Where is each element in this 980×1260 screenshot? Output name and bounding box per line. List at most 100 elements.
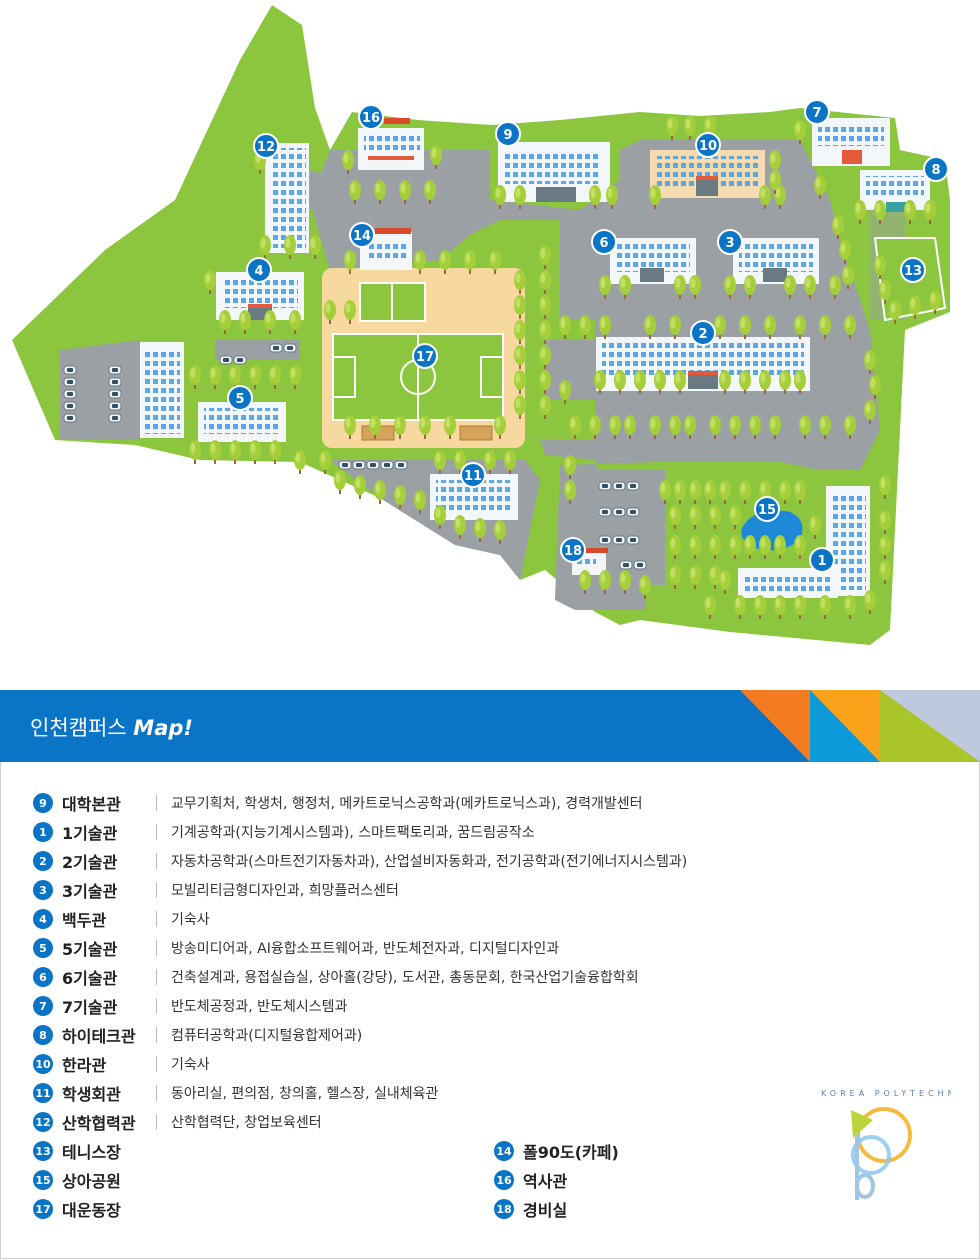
marker-circle [690, 320, 716, 346]
legend-separator [156, 969, 157, 985]
marker-number: 11 [464, 469, 482, 484]
marker-number: 12 [257, 140, 275, 155]
map-title-bar: 인천캠퍼스 Map! [0, 690, 980, 762]
map-marker-5[interactable]: 5 [227, 385, 253, 411]
logo-text: KOREA POLYTECHNICS [821, 1089, 951, 1098]
map-marker-18[interactable]: 18 [560, 537, 586, 563]
map-marker-13[interactable]: 13 [900, 257, 926, 283]
legend-departments: 모빌리티금형디자인과, 희망플러스센터 [171, 883, 399, 899]
map-marker-8[interactable]: 8 [923, 156, 949, 182]
marker-number: 15 [758, 503, 776, 518]
legend-number-badge: 3 [33, 880, 53, 900]
header-decoration [740, 690, 980, 762]
legend-separator [156, 853, 157, 869]
marker-circle [460, 462, 486, 488]
legend-departments: 방송미디어과, AI융합소프트웨어과, 반도체전자과, 디지털디자인과 [171, 941, 560, 957]
legend-building-name: 테니스장 [62, 1143, 121, 1162]
legend-separator [156, 795, 157, 811]
legend-separator [156, 911, 157, 927]
legend-building-name: 상아공원 [62, 1172, 121, 1191]
legend-row[interactable]: 17 대운동장 [33, 1196, 154, 1222]
legend-separator [156, 1027, 157, 1043]
marker-circle [900, 257, 926, 283]
legend-number-badge: 6 [33, 967, 53, 987]
legend-building-name: 3기술관 [62, 882, 118, 901]
map-marker-14[interactable]: 14 [349, 222, 375, 248]
legend-number-badge: 13 [33, 1141, 53, 1161]
legend-building-name: 2기술관 [62, 853, 118, 872]
map-marker-11[interactable]: 11 [460, 462, 486, 488]
pond [741, 510, 803, 551]
legend-building-name: 백두관 [62, 911, 107, 930]
legend-number-badge: 5 [33, 938, 53, 958]
map-marker-7[interactable]: 7 [804, 99, 830, 125]
map-marker-17[interactable]: 17 [412, 343, 438, 369]
marker-number: 8 [931, 163, 940, 178]
marker-circle [809, 547, 835, 573]
legend-departments: 기계공학과(지능기계시스템과), 스마트팩토리과, 꿈드림공작소 [171, 825, 535, 841]
map-title: 인천캠퍼스 Map! [30, 716, 193, 740]
map-marker-9[interactable]: 9 [495, 121, 521, 147]
legend-separator [156, 1085, 157, 1101]
map-marker-10[interactable]: 10 [695, 132, 721, 158]
map-marker-15[interactable]: 15 [754, 496, 780, 522]
legend-building-name: 하이테크관 [62, 1027, 136, 1046]
legend-departments: 산학협력단, 창업보육센터 [171, 1115, 322, 1131]
legend-row[interactable]: 11 학생회관 동아리실, 편의점, 창의홀, 헬스장, 실내체육관 [33, 1080, 438, 1106]
legend-building-name: 경비실 [523, 1201, 568, 1220]
marker-circle [695, 132, 721, 158]
legend-departments: 동아리실, 편의점, 창의홀, 헬스장, 실내체육관 [171, 1086, 439, 1102]
legend-separator [156, 824, 157, 840]
legend-building-name: 1기술관 [62, 824, 118, 843]
legend-number-badge: 17 [33, 1199, 53, 1219]
legend-building-name: 학생회관 [62, 1085, 121, 1104]
marker-number: 5 [235, 392, 244, 407]
map-marker-16[interactable]: 16 [358, 104, 384, 130]
marker-number: 4 [254, 264, 263, 279]
legend-building-name: 6기술관 [62, 969, 118, 988]
marker-circle [349, 222, 375, 248]
legend-separator [156, 1114, 157, 1130]
legend-building-name: 대운동장 [62, 1201, 121, 1220]
legend-row[interactable]: 18 경비실 [494, 1196, 615, 1222]
map-marker-12[interactable]: 12 [253, 133, 279, 159]
map-marker-1[interactable]: 1 [809, 547, 835, 573]
marker-number: 14 [353, 229, 371, 244]
legend-number-badge: 14 [494, 1141, 514, 1161]
legend-row[interactable]: 13 테니스장 [33, 1138, 154, 1164]
legend-number-badge: 18 [494, 1199, 514, 1219]
marker-circle [923, 156, 949, 182]
legend-departments: 기숙사 [171, 1057, 210, 1073]
legend-number-badge: 9 [33, 793, 53, 813]
legend-number-badge: 8 [33, 1025, 53, 1045]
marker-circle [560, 537, 586, 563]
marker-number: 17 [416, 350, 434, 365]
legend-row[interactable]: 3 3기술관 모빌리티금형디자인과, 희망플러스센터 [33, 877, 399, 903]
marker-number: 13 [904, 264, 922, 279]
map-marker-4[interactable]: 4 [246, 257, 272, 283]
legend-building-name: 7기술관 [62, 998, 118, 1017]
marker-number: 1 [817, 554, 826, 569]
map-marker-2[interactable]: 2 [690, 320, 716, 346]
legend-number-badge: 16 [494, 1170, 514, 1190]
map-marker-6[interactable]: 6 [591, 229, 617, 255]
map-marker-3[interactable]: 3 [717, 229, 743, 255]
marker-number: 16 [362, 111, 380, 126]
legend-number-badge: 2 [33, 851, 53, 871]
legend-number-badge: 11 [33, 1083, 53, 1103]
